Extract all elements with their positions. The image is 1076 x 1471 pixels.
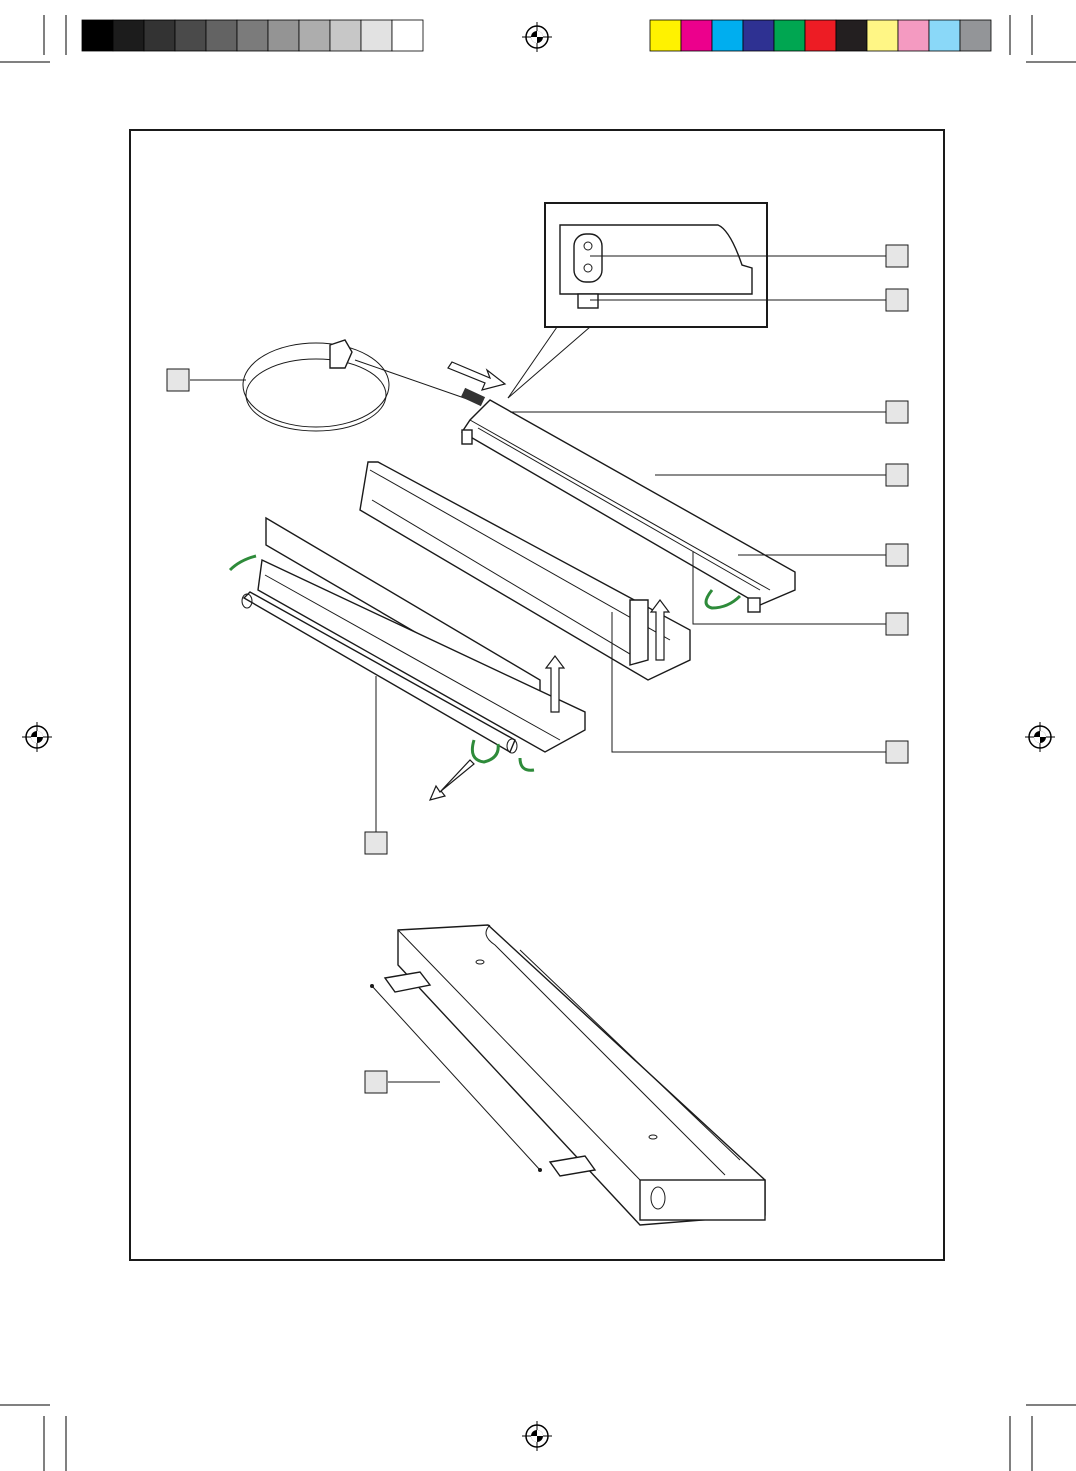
color-swatch: [897, 19, 930, 52]
registration-mark-icon: [522, 1421, 552, 1451]
color-swatch: [866, 19, 899, 52]
color-swatch: [680, 19, 713, 52]
light-housing-top: [461, 399, 796, 613]
color-swatch: [711, 19, 744, 52]
color-swatch: [649, 19, 682, 52]
color-swatch: [835, 19, 868, 52]
color-swatch: [267, 19, 300, 52]
color-swatch: [298, 19, 331, 52]
light-housing-assembled: [370, 924, 766, 1226]
color-swatch: [959, 19, 992, 52]
crop-marks: [0, 15, 1076, 1471]
color-swatch: [742, 19, 775, 52]
registration-mark-icon: [522, 22, 552, 52]
power-cable-coil: [242, 339, 507, 432]
callout-label: [885, 463, 909, 487]
callout-label: [885, 612, 909, 636]
callout-labels: [166, 244, 909, 1094]
callout-label: [885, 740, 909, 764]
color-swatch: [112, 19, 145, 52]
color-swatch: [329, 19, 362, 52]
callout-label: [364, 831, 388, 855]
color-swatch: [174, 19, 207, 52]
registration-mark-icon: [22, 722, 52, 752]
callout-label: [885, 543, 909, 567]
color-swatch: [391, 19, 424, 52]
color-swatch: [804, 19, 837, 52]
callout-label: [885, 244, 909, 268]
color-swatch: [81, 19, 114, 52]
light-housing-bottom: [228, 516, 586, 801]
callout-label: [166, 368, 190, 392]
callout-label: [885, 288, 909, 312]
diffuser-panel: [359, 461, 691, 681]
color-swatch: [143, 19, 176, 52]
color-swatch: [773, 19, 806, 52]
figure-frame: [129, 129, 945, 1261]
color-swatch: [928, 19, 961, 52]
color-swatch: [205, 19, 238, 52]
callout-leaders: [190, 255, 886, 1083]
grayscale-color-bar: [81, 19, 424, 52]
color-swatch: [360, 19, 393, 52]
process-color-bar: [649, 19, 992, 52]
detail-inset: [507, 202, 768, 399]
registration-mark-icon: [1025, 722, 1055, 752]
callout-label: [885, 400, 909, 424]
callout-label: [364, 1070, 388, 1094]
color-swatch: [236, 19, 269, 52]
